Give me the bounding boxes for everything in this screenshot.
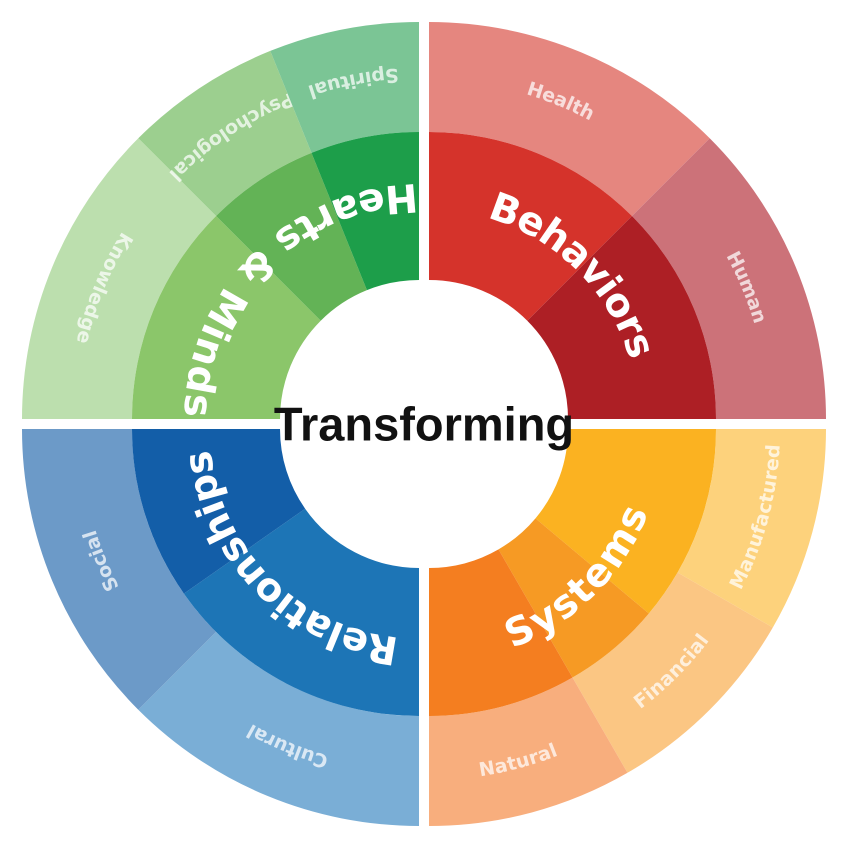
inner-segment-systems-3 bbox=[429, 549, 573, 716]
outer-segment-natural bbox=[429, 677, 628, 826]
inner-segment-hearts-and-minds-2 bbox=[216, 152, 367, 321]
inner-segment-relationships-2 bbox=[132, 429, 306, 594]
inner-segment-systems-2 bbox=[498, 518, 649, 678]
outer-segment-psychological bbox=[138, 50, 312, 217]
center-circle bbox=[285, 285, 563, 563]
outer-segment-spiritual bbox=[270, 22, 419, 153]
outer-segment-social bbox=[22, 429, 217, 710]
outer-segment-human bbox=[631, 138, 826, 419]
inner-segment-behaviors-1 bbox=[429, 132, 632, 321]
outer-segment-cultural bbox=[138, 631, 419, 826]
outer-segment-knowledge bbox=[22, 138, 217, 419]
inner-segment-hearts-and-minds-3 bbox=[311, 132, 419, 291]
inner-segment-relationships-1 bbox=[183, 508, 419, 716]
inner-segment-systems-1 bbox=[535, 429, 716, 614]
outer-segment-financial bbox=[572, 572, 773, 773]
inner-segment-hearts-and-minds-1 bbox=[132, 216, 321, 419]
outer-segment-health bbox=[429, 22, 710, 217]
center-title: Transforming bbox=[274, 398, 574, 451]
inner-ring-systems: Systems bbox=[429, 429, 716, 716]
outer-segment-manufactured bbox=[677, 429, 826, 628]
inner-segment-behaviors-2 bbox=[527, 216, 716, 419]
